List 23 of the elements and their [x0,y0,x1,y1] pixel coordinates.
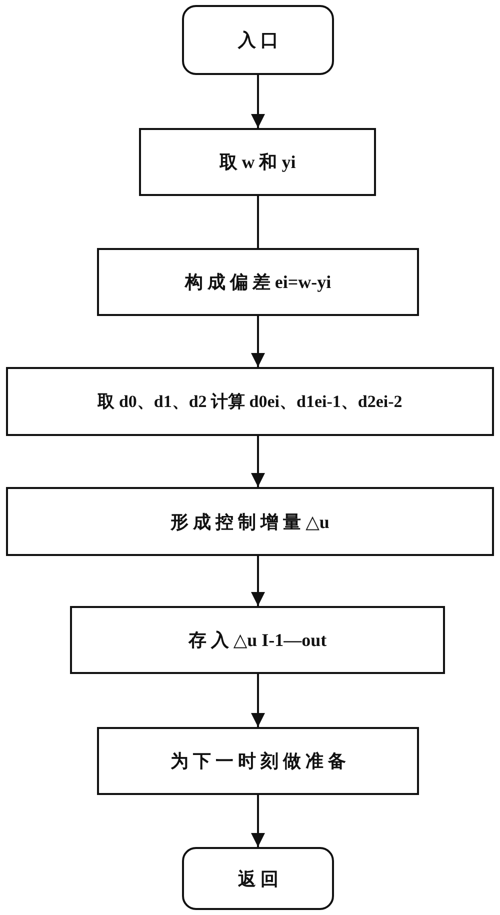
connector-line [257,196,259,248]
step-text: 形 成 控 制 增 量 △u [170,510,330,534]
step-text: 取 w 和 yi [219,151,296,174]
terminal-box [182,5,334,75]
terminal-box [182,847,334,910]
arrow [251,75,265,128]
arrow [251,674,265,727]
arrow [251,436,265,487]
arrow [251,556,265,606]
step-text: 构 成 偏 差 ei=w-yi [184,271,332,294]
process-box [6,487,494,556]
process-box [6,367,494,436]
arrow [251,316,265,367]
arrow [251,795,265,847]
process-box [139,128,376,196]
process-box [97,727,419,795]
step-text: 入 口 [238,29,278,52]
step-text: 取 d0、d1、d2 计算 d0ei、d1ei-1、d2ei-2 [98,391,402,413]
process-box [70,606,445,674]
step-text: 存 入 △u I-1—out [188,629,327,652]
process-box [97,248,419,316]
step-text: 返 回 [238,868,278,890]
step-text: 为 下 一 时 刻 做 准 备 [170,750,346,773]
